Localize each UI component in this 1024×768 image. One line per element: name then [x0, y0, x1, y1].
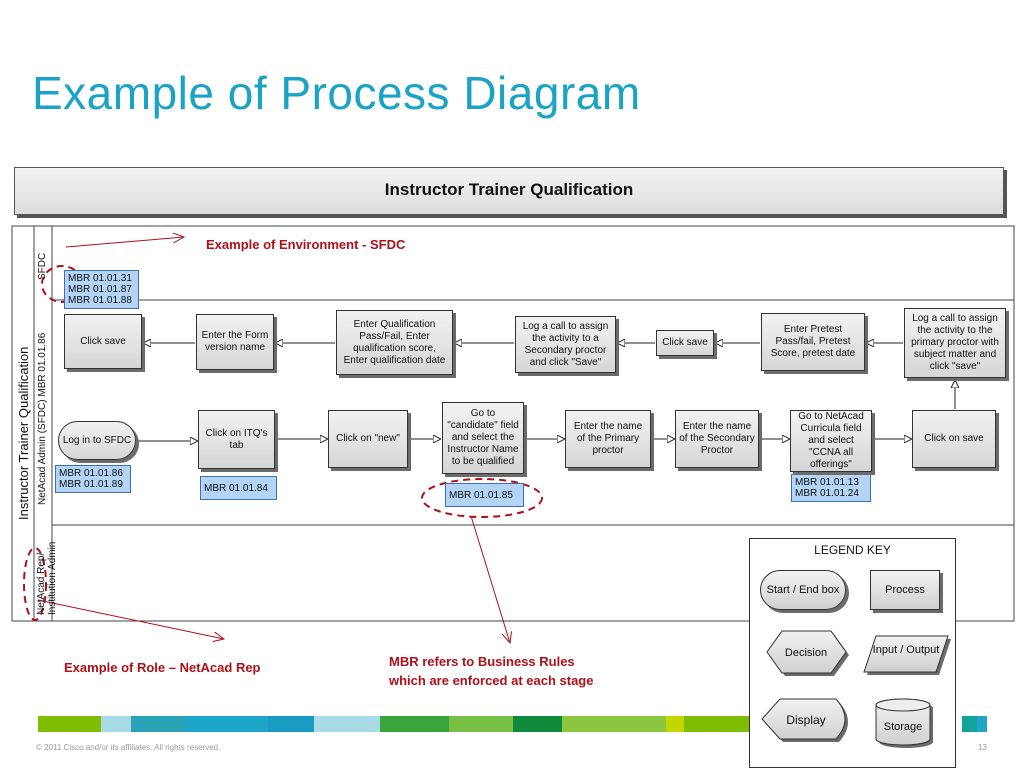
mbr-code: MBR 01.01.87: [68, 284, 132, 295]
process-step-qualification: Enter Qualification Pass/Fail, Enter qua…: [336, 310, 453, 375]
process-step-pretest: Enter Pretest Pass/fail, Pretest Score, …: [761, 313, 865, 371]
process-step-curricula: Go to NetAcad Curricula field and select…: [790, 410, 872, 472]
page-title: Example of Process Diagram: [32, 67, 641, 119]
legend-decision: Decision: [785, 647, 827, 659]
legend-start-end-box: Start / End box: [760, 570, 846, 610]
footer-stripe: [977, 716, 987, 732]
legend-process: Process: [870, 570, 940, 610]
process-step-primary-proctor: Enter the name of the Primary proctor: [565, 410, 651, 468]
legend-title: LEGEND KEY: [814, 543, 891, 557]
footer-stripe: [562, 716, 666, 732]
footer-stripe: [314, 716, 380, 732]
footer-stripe: [962, 716, 977, 732]
legend-input-output: Input / Output: [872, 644, 940, 656]
footer-stripe: [380, 716, 449, 732]
process-step-click-new: Click on "new": [328, 410, 408, 468]
annotation-mbr-line1: MBR refers to Business Rules: [389, 654, 575, 669]
mbr-code: MBR 01.01.84: [204, 483, 268, 494]
legend-decision-shape: Decision: [766, 630, 849, 676]
footer-stripe: [101, 716, 131, 732]
page-number: 13: [978, 743, 987, 752]
pool-frame: [11, 225, 1015, 622]
legend-storage: Storage: [884, 721, 923, 733]
diagram-header-label: Instructor Trainer Qualification: [384, 180, 634, 199]
footer-stripe: [131, 716, 186, 732]
process-step-candidate: Go to "candidate" field and select the I…: [442, 402, 524, 474]
mbr-code: MBR 01.01.24: [795, 488, 859, 499]
annotation-environment: Example of Environment - SFDC: [206, 237, 406, 252]
footer-stripe: [268, 716, 314, 732]
mbr-box-itq: MBR 01.01.84: [200, 476, 277, 500]
mbr-code: MBR 01.01.89: [59, 479, 123, 490]
process-step-itq-tab: Click on ITQ's tab: [198, 410, 275, 469]
legend-storage-shape: Storage: [875, 698, 933, 748]
annotation-role: Example of Role – NetAcad Rep: [64, 660, 261, 675]
lane-label-netacad-admin: NetAcad Admin (SFDC) MBR 01.01.86: [37, 332, 48, 505]
process-step-secondary-proctor: Enter the name of the Secondary Proctor: [675, 410, 759, 468]
process-step-click-save-2: Click save: [656, 330, 714, 356]
mbr-code: MBR 01.01.88: [68, 295, 132, 306]
footer-stripe: [684, 716, 749, 732]
mbr-code: MBR 01.01.85: [449, 490, 513, 501]
lane-label-netacad-rep: NetAcad Rep/ Institution Admin: [36, 541, 58, 615]
process-step-secondary-proctor-call: Log a call to assign the activity to a S…: [515, 316, 616, 373]
mbr-code: MBR 01.01.13: [795, 477, 859, 488]
lane-label-sfdc: SFDC: [37, 252, 48, 280]
legend-input-output-shape: [863, 635, 951, 675]
diagram-header: Instructor Trainer Qualification: [14, 167, 1004, 215]
mbr-code: MBR 01.01.31: [68, 273, 132, 284]
footer-stripe: [38, 716, 101, 732]
annotation-mbr-line2: which are enforced at each stage: [389, 673, 594, 688]
mbr-box-login: MBR 01.01.86 MBR 01.01.89: [55, 465, 131, 493]
footer-stripe: [186, 716, 268, 732]
legend-key: LEGEND KEY Start / End box Process Decis…: [749, 538, 956, 768]
start-box-login: Log in to SFDC: [58, 421, 136, 460]
footer-stripe: [666, 716, 684, 732]
process-step-click-on-save: Click on save: [912, 410, 996, 468]
footer-stripe: [513, 716, 562, 732]
legend-display-shape: Display: [761, 698, 848, 742]
process-step-click-save: Click save: [64, 314, 142, 369]
process-step-primary-proctor-call: Log a call to assign the activity to the…: [904, 308, 1006, 378]
pool-label: Instructor Trainer Qualification: [16, 346, 31, 520]
mbr-box-candidate: MBR 01.01.85: [445, 483, 524, 507]
legend-display: Display: [786, 713, 825, 727]
mbr-box-sfdc: MBR 01.01.31 MBR 01.01.87 MBR 01.01.88: [64, 270, 139, 309]
mbr-box-curricula: MBR 01.01.13 MBR 01.01.24: [791, 474, 871, 502]
footer-stripe: [449, 716, 513, 732]
process-step-form-version: Enter the Form version name: [196, 314, 274, 370]
mbr-code: MBR 01.01.86: [59, 468, 123, 479]
copyright: © 2011 Cisco and/or its affiliates. All …: [36, 743, 221, 752]
